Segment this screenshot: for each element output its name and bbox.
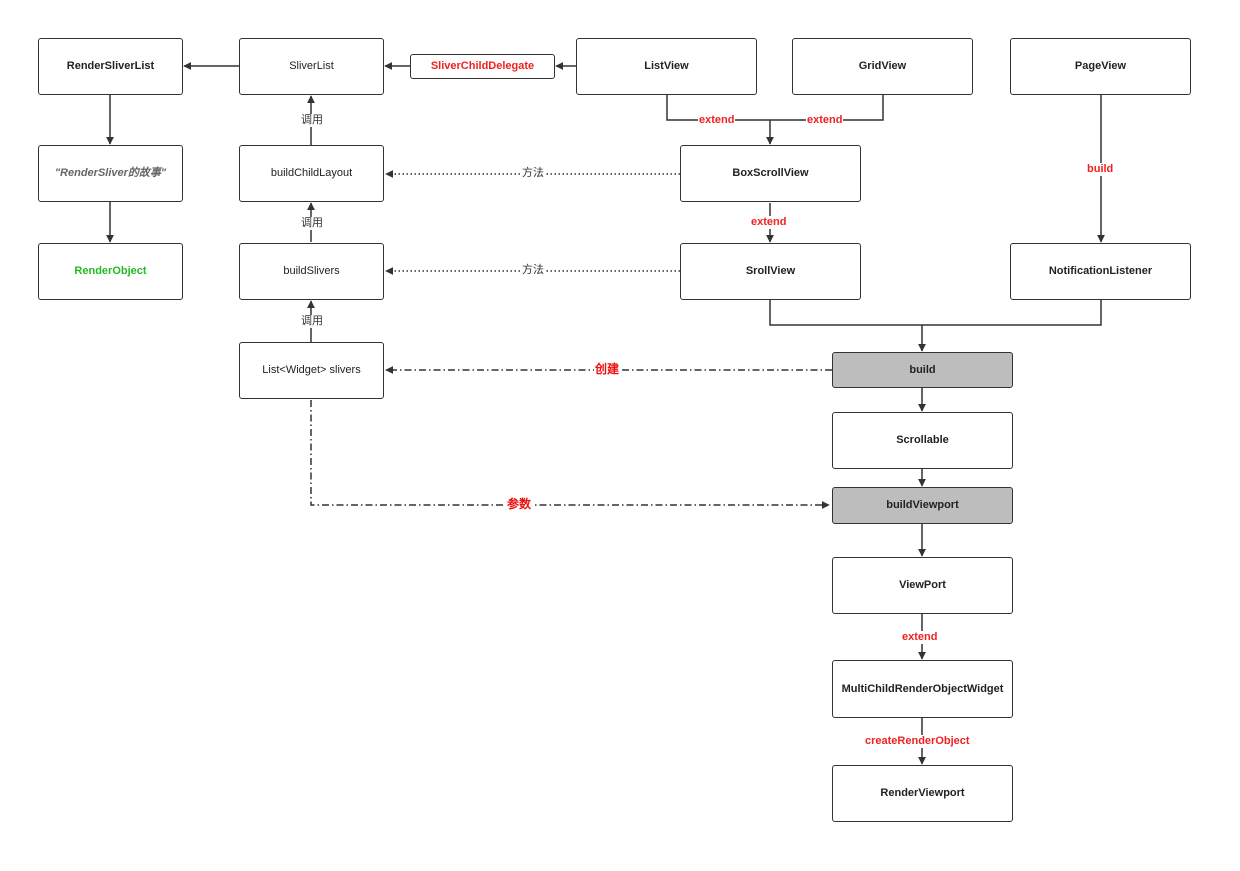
node-build: build: [832, 352, 1013, 388]
node-sliver-list: SliverList: [239, 38, 384, 95]
node-sroll-view: SrollView: [680, 243, 861, 300]
label-method-2: 方法: [521, 264, 545, 277]
node-build-viewport: buildViewport: [832, 487, 1013, 524]
label-create-render-object: createRenderObject: [864, 735, 971, 748]
label-create: 创建: [594, 362, 621, 376]
node-build-slivers: buildSlivers: [239, 243, 384, 300]
node-viewport: ViewPort: [832, 557, 1013, 614]
label-call-3: 调用: [300, 315, 324, 328]
node-box-scroll-view: BoxScrollView: [680, 145, 861, 202]
node-scrollable: Scrollable: [832, 412, 1013, 469]
label-extend-boxscrollview: extend: [750, 216, 788, 229]
label-extend-gridview: extend: [806, 114, 844, 127]
node-list-widget-slivers: List<Widget> slivers: [239, 342, 384, 399]
label-extend-listview: extend: [698, 114, 736, 127]
node-grid-view: GridView: [792, 38, 973, 95]
label-call-2: 调用: [300, 217, 324, 230]
edge-listwidget-param-buildviewport: [310, 400, 830, 509]
label-extend-viewport: extend: [901, 631, 939, 644]
node-render-object: RenderObject: [38, 243, 183, 300]
node-render-sliver-story: "RenderSliver的故事": [38, 145, 183, 202]
edge-notificationlistener-to-build: [922, 300, 1102, 326]
edge-srollview-to-build: [769, 300, 922, 326]
label-build-pageview: build: [1086, 163, 1115, 176]
label-call-1: 调用: [300, 114, 324, 127]
node-render-viewport: RenderViewport: [832, 765, 1013, 822]
node-notification-listener: NotificationListener: [1010, 243, 1191, 300]
node-page-view: PageView: [1010, 38, 1191, 95]
label-param: 参数: [506, 497, 533, 511]
node-render-sliver-list: RenderSliverList: [38, 38, 183, 95]
node-build-child-layout: buildChildLayout: [239, 145, 384, 202]
label-method-1: 方法: [521, 167, 545, 180]
node-list-view: ListView: [576, 38, 757, 95]
edge-listview-extend: [666, 95, 770, 121]
node-multi-child-render-object-widget: MultiChildRenderObjectWidget: [832, 660, 1013, 718]
node-sliver-child-delegate: SliverChildDelegate: [410, 54, 555, 79]
